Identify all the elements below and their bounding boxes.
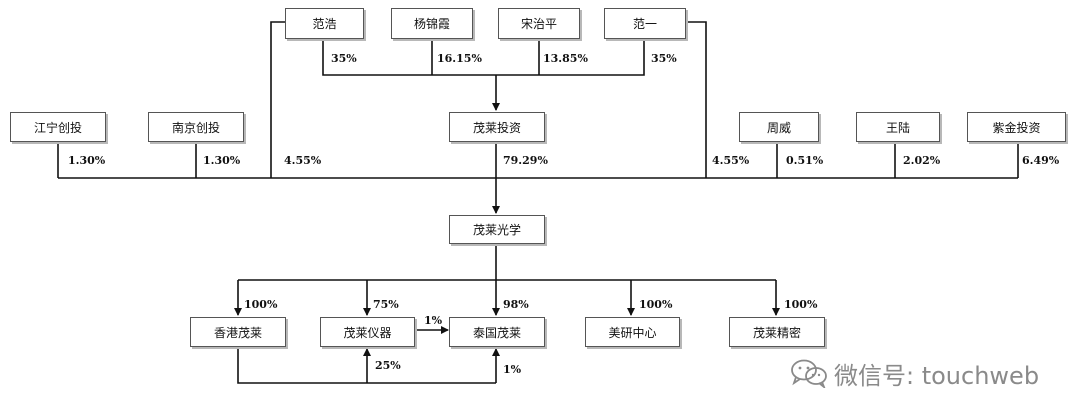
pct-hk-to-thai: 1% — [503, 363, 522, 376]
pct-fan-yi-direct: 4.55% — [712, 154, 750, 167]
pct-jiangning: 1.30% — [68, 154, 106, 167]
node-label: 泰国茂莱 — [472, 325, 521, 340]
node-hk-maolai: 香港茂莱 — [190, 317, 286, 347]
pct-fan-yi: 35% — [651, 52, 677, 65]
node-nanjing: 南京创投 — [148, 112, 244, 142]
pct-wang-lu: 2.02% — [903, 154, 941, 167]
node-fan-hao: 范浩 — [285, 8, 364, 39]
pct-maolai-jingmi: 100% — [784, 298, 818, 311]
node-wang-lu: 王陆 — [856, 112, 940, 142]
node-label: 茂莱光学 — [472, 223, 521, 237]
pct-us-center: 100% — [639, 298, 673, 311]
node-label: 王陆 — [885, 120, 910, 135]
pct-yang-jinxia: 16.15% — [437, 52, 482, 65]
line-fan-yi-direct — [684, 21, 707, 178]
node-label: 美研中心 — [608, 325, 657, 340]
pct-thai-maolai: 98% — [503, 298, 529, 311]
node-zijin: 紫金投资 — [967, 112, 1066, 142]
node-maolai-jingmi: 茂莱精密 — [729, 317, 825, 347]
node-song-zhiping: 宋治平 — [498, 8, 580, 39]
pct-maolai-yiqi: 75% — [373, 298, 399, 311]
pct-fan-hao: 35% — [331, 52, 357, 65]
node-label: 周威 — [766, 120, 791, 135]
node-thai-maolai: 泰国茂莱 — [449, 317, 545, 347]
wechat-watermark: 微信号: touchweb — [790, 353, 1039, 393]
node-label: 江宁创投 — [33, 120, 82, 135]
line-hk-bottom-loop — [237, 345, 496, 384]
pct-maolai-touzi: 79.29% — [503, 154, 548, 167]
pct-nanjing: 1.30% — [203, 154, 241, 167]
node-label: 茂莱仪器 — [343, 325, 392, 340]
node-label: 南京创投 — [171, 120, 220, 135]
pct-hk-maolai: 100% — [244, 298, 278, 311]
node-maolai-touzi: 茂莱投资 — [449, 112, 545, 142]
node-label: 茂莱精密 — [752, 325, 801, 340]
pct-yiqi-to-thai: 1% — [424, 314, 443, 327]
node-zhou-wei: 周威 — [739, 112, 819, 142]
pct-fan-hao-direct: 4.55% — [284, 154, 322, 167]
node-us-center: 美研中心 — [585, 317, 680, 347]
line-fan-hao-to-investment — [322, 38, 645, 76]
node-jiangning: 江宁创投 — [10, 112, 106, 142]
node-fan-yi: 范一 — [604, 8, 686, 39]
pct-zijin: 6.49% — [1022, 154, 1060, 167]
node-label: 范浩 — [312, 17, 337, 31]
node-label: 杨锦霞 — [413, 17, 450, 31]
wechat-icon — [791, 359, 827, 388]
pct-hk-to-yiqi: 25% — [375, 359, 401, 372]
node-maolai-guangxue: 茂莱光学 — [449, 215, 545, 244]
pct-song-zhiping: 13.85% — [543, 52, 588, 65]
line-fan-hao-direct — [270, 21, 285, 178]
node-label: 范一 — [632, 17, 657, 31]
node-label: 香港茂莱 — [213, 325, 262, 340]
node-label: 紫金投资 — [992, 120, 1041, 135]
watermark-text: 微信号: touchweb — [834, 361, 1040, 390]
node-yang-jinxia: 杨锦霞 — [391, 8, 473, 39]
pct-zhou-wei: 0.51% — [786, 154, 824, 167]
node-label: 茂莱投资 — [472, 120, 521, 135]
node-label: 宋治平 — [520, 17, 557, 31]
node-maolai-yiqi: 茂莱仪器 — [320, 317, 415, 347]
